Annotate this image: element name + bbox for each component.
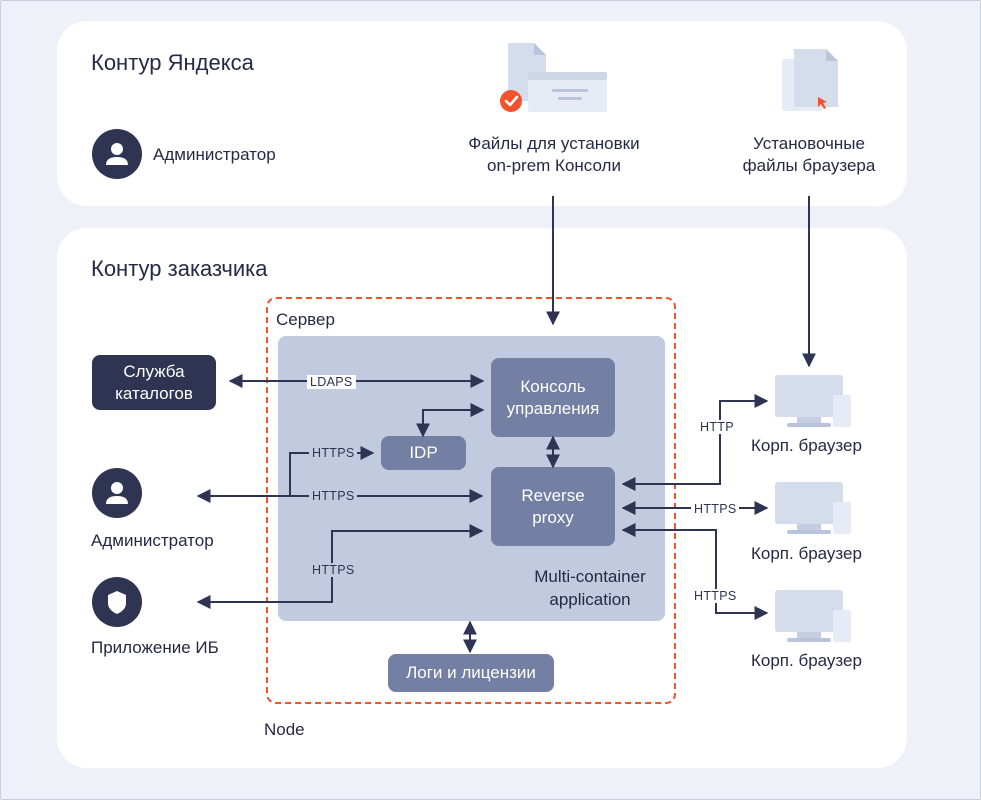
protocol-ldaps: LDAPS bbox=[307, 375, 356, 389]
reverse-proxy-label-line2: proxy bbox=[532, 507, 574, 527]
browser-install-files-icon bbox=[780, 45, 850, 115]
browser-label-2: Корп. браузер bbox=[751, 544, 862, 563]
monitor-icon bbox=[775, 588, 855, 644]
browser-label-1: Корп. браузер bbox=[751, 436, 862, 455]
management-console-label-line2: управления bbox=[506, 398, 600, 418]
arrow-browser3 bbox=[621, 523, 769, 620]
protocol-https-admin: HTTPS bbox=[309, 489, 358, 503]
node-label: Node bbox=[264, 720, 305, 739]
security-app-label: Приложение ИБ bbox=[91, 638, 219, 657]
user-icon bbox=[92, 468, 142, 518]
arrow-idp-console bbox=[416, 403, 485, 438]
protocol-https-security: HTTPS bbox=[309, 563, 358, 577]
user-icon bbox=[92, 129, 142, 179]
catalog-service-node: Служба каталогов bbox=[92, 355, 216, 410]
reverse-proxy-node: Reverse proxy bbox=[491, 467, 615, 546]
multi-container-label-line1: Multi-container bbox=[534, 567, 646, 586]
customer-contour-title: Контур заказчика bbox=[91, 256, 268, 281]
arrow-browser1 bbox=[621, 394, 769, 491]
console-files-label-line2: on-prem Консоли bbox=[487, 156, 621, 175]
customer-admin-label: Администратор bbox=[91, 531, 214, 550]
yandex-admin-label: Администратор bbox=[153, 145, 276, 164]
reverse-proxy-label-line1: Reverse bbox=[521, 485, 585, 505]
idp-label: IDP bbox=[409, 443, 438, 462]
monitor-icon bbox=[775, 480, 855, 536]
console-install-files-icon bbox=[498, 41, 610, 119]
protocol-https-idp: HTTPS bbox=[309, 446, 358, 460]
yandex-contour-panel bbox=[57, 21, 907, 206]
logs-licenses-node: Логи и лицензии bbox=[388, 654, 554, 692]
catalog-service-label-line1: Служба bbox=[123, 361, 185, 381]
idp-node: IDP bbox=[381, 436, 466, 470]
protocol-https-browser3: HTTPS bbox=[691, 589, 740, 603]
browser-files-label-line1: Установочные bbox=[753, 134, 865, 153]
protocol-https-browser2: HTTPS bbox=[691, 502, 740, 516]
console-files-label-line1: Файлы для установки bbox=[468, 134, 640, 153]
management-console-node: Консоль управления bbox=[491, 358, 615, 437]
browser-label-3: Корп. браузер bbox=[751, 651, 862, 670]
management-console-label-line1: Консоль bbox=[520, 376, 586, 396]
yandex-contour-title: Контур Яндекса bbox=[91, 50, 254, 75]
multi-container-label-line2: application bbox=[549, 590, 631, 609]
monitor-icon bbox=[775, 373, 855, 429]
server-label: Сервер bbox=[276, 310, 335, 329]
browser-files-label-line2: файлы браузера bbox=[742, 156, 876, 175]
logs-licenses-label: Логи и лицензии bbox=[406, 663, 536, 682]
catalog-service-label-line2: каталогов bbox=[115, 383, 193, 403]
protocol-http-browser1: HTTP bbox=[697, 420, 737, 434]
shield-icon bbox=[92, 577, 142, 627]
